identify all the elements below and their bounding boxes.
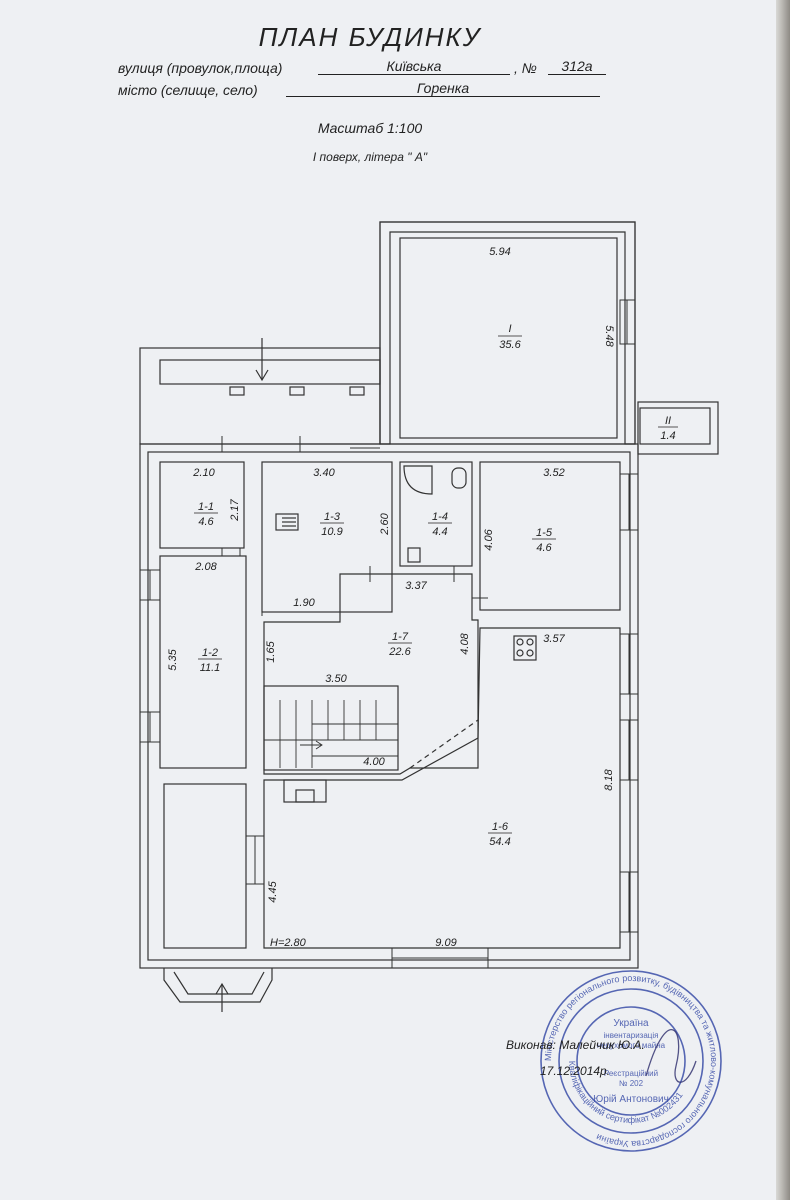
street-value: Київська — [318, 58, 510, 75]
dim-1-65: 1.65 — [265, 640, 277, 662]
svg-text:1-3: 1-3 — [324, 511, 341, 523]
room-1-1: 1-1 4.6 — [194, 501, 218, 528]
svg-text:нерухомого майна: нерухомого майна — [597, 1041, 666, 1050]
dim-4-00: 4.00 — [363, 756, 385, 768]
svg-text:інвентаризація: інвентаризація — [604, 1031, 659, 1040]
svg-text:1-5: 1-5 — [536, 527, 553, 539]
dim-4-45: 4.45 — [267, 880, 279, 902]
svg-text:Юрій Антонович: Юрій Антонович — [593, 1094, 669, 1105]
dim-3-40: 3.40 — [313, 467, 335, 479]
svg-text:11.1: 11.1 — [200, 662, 221, 674]
floor-label: І поверх, літера " А" — [312, 150, 428, 164]
dim-3-50: 3.50 — [325, 673, 347, 685]
dim-3-52: 3.52 — [543, 467, 564, 479]
dim-3-57: 3.57 — [543, 633, 565, 645]
svg-text:1-6: 1-6 — [492, 821, 509, 833]
room-1-5: 1-5 4.6 — [532, 527, 556, 554]
svg-text:1.4: 1.4 — [660, 430, 675, 442]
city-value: Горенка — [286, 80, 600, 97]
svg-text:4.6: 4.6 — [198, 516, 214, 528]
official-stamp: Міністерство регіонального розвитку, буд… — [540, 970, 722, 1152]
svg-text:10.9: 10.9 — [321, 526, 342, 538]
svg-text:1-7: 1-7 — [392, 631, 409, 643]
dim-4-08: 4.08 — [459, 632, 471, 654]
dim-5-94: 5.94 — [489, 246, 510, 258]
street-label: вулиця (провулок,площа) — [118, 60, 283, 76]
svg-text:1-1: 1-1 — [198, 501, 214, 513]
svg-text:1-2: 1-2 — [202, 647, 218, 659]
room-1-2: 1-2 11.1 — [198, 647, 222, 674]
svg-text:Україна: Україна — [613, 1018, 649, 1029]
svg-text:35.6: 35.6 — [499, 339, 521, 351]
executor-signature: Виконав: Малейчик Ю.А. — [506, 1038, 645, 1052]
room-1-6: 1-6 54.4 — [488, 821, 512, 848]
page-edge — [776, 0, 790, 1200]
svg-text:Реєстраційний: Реєстраційний — [604, 1069, 658, 1078]
dim-5-35: 5.35 — [167, 648, 179, 670]
dim-2-08: 2.08 — [194, 561, 217, 573]
number-value: 312а — [548, 58, 606, 75]
room-II: II 1.4 — [658, 415, 678, 442]
svg-text:II: II — [665, 415, 671, 427]
svg-text:4.4: 4.4 — [432, 526, 447, 538]
ceiling-height: H=2.80 — [270, 937, 307, 949]
svg-text:I: I — [508, 323, 511, 335]
number-label: , № — [514, 60, 537, 76]
dim-4-06: 4.06 — [483, 528, 495, 550]
svg-text:1-4: 1-4 — [432, 511, 448, 523]
dim-2-60: 2.60 — [379, 512, 391, 535]
signature-date: 17.12.2014р. — [540, 1064, 611, 1078]
room-1-3: 1-3 10.9 — [320, 511, 344, 538]
scale-label: Масштаб 1:100 — [317, 120, 423, 136]
dim-8-18: 8.18 — [603, 768, 615, 790]
dim-1-90: 1.90 — [293, 597, 315, 609]
svg-text:№ 202: № 202 — [619, 1079, 644, 1088]
room-1-7: 1-7 22.6 — [388, 631, 412, 658]
city-label: місто (селище, село) — [118, 82, 258, 98]
dim-5-48: 5.48 — [603, 325, 615, 347]
page-title: ПЛАН БУДИНКУ — [258, 22, 482, 52]
svg-text:54.4: 54.4 — [489, 836, 510, 848]
dim-3-37: 3.37 — [405, 580, 427, 592]
svg-text:22.6: 22.6 — [388, 646, 411, 658]
svg-text:4.6: 4.6 — [536, 542, 552, 554]
dim-2-10: 2.10 — [192, 467, 215, 479]
dim-9-09: 9.09 — [435, 937, 456, 949]
room-1-4: 1-4 4.4 — [428, 511, 452, 538]
room-I: I 35.6 — [498, 323, 522, 351]
dim-2-17: 2.17 — [229, 498, 241, 521]
